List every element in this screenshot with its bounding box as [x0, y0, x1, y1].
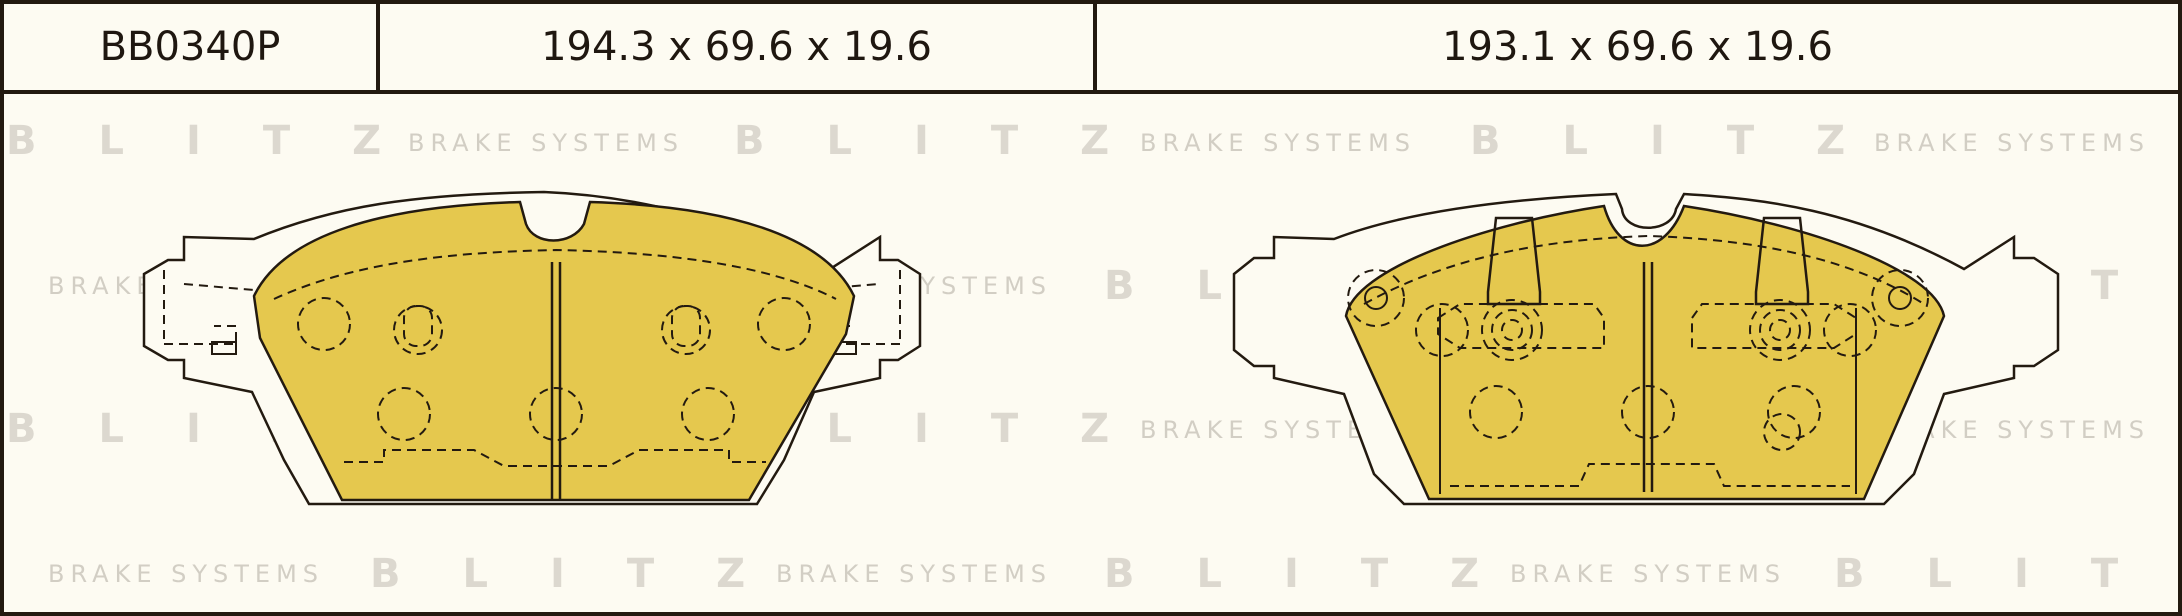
- right-side-groove: [1439, 308, 1857, 494]
- right-pad-dimensions-cell: 193.1 x 69.6 x 19.6: [1097, 4, 2178, 90]
- right-hole: [1767, 385, 1821, 439]
- left-pad-dimensions: 194.3 x 69.6 x 19.6: [541, 24, 932, 70]
- right-hole: [1415, 303, 1469, 357]
- left-friction-dashed-detail: [273, 248, 837, 467]
- left-pad-rivets: [403, 305, 701, 347]
- spring-clip-arm: [1691, 303, 1857, 349]
- watermark-brand: BLITZ: [1104, 551, 1541, 597]
- left-hole: [529, 387, 583, 441]
- mount-hole: [1364, 286, 1388, 310]
- right-hole: [1491, 309, 1533, 351]
- part-number: BB0340P: [99, 24, 281, 70]
- watermark-tagline: BRAKE SYSTEMS: [1510, 560, 1786, 588]
- header-table: BB0340P 194.3 x 69.6 x 19.6 193.1 x 69.6…: [4, 4, 2178, 94]
- left-plate-clip-left: [211, 341, 237, 355]
- left-hole: [757, 297, 811, 351]
- right-pad-holes: [1347, 269, 1929, 451]
- right-hole: [1469, 385, 1523, 439]
- watermark-brand: BLITZ: [1834, 551, 2178, 597]
- part-number-cell: BB0340P: [4, 4, 380, 90]
- right-pad-dimensions: 193.1 x 69.6 x 19.6: [1442, 24, 1833, 70]
- watermark-tagline: BRAKE SYSTEMS: [408, 129, 684, 157]
- watermark-tagline: BRAKE SYSTEMS: [1140, 129, 1416, 157]
- right-pad-spring-clips: [1437, 216, 1857, 349]
- rivet: [671, 305, 701, 347]
- right-friction-dashed-detail: [1363, 234, 1925, 487]
- spring-clip-arm: [1437, 303, 1605, 349]
- left-brake-pad: [142, 190, 922, 506]
- watermark-tagline: BRAKE SYSTEMS: [1874, 129, 2150, 157]
- left-friction-material: [252, 200, 856, 502]
- right-hole: [1759, 309, 1801, 351]
- left-hole: [297, 297, 351, 351]
- technical-drawing: BLITZ BRAKE SYSTEMS BLITZ BRAKE SYSTEMS …: [6, 118, 2178, 597]
- right-hole: [1769, 319, 1791, 341]
- left-pad-dimensions-cell: 194.3 x 69.6 x 19.6: [380, 4, 1097, 90]
- mount-hole: [1888, 286, 1912, 310]
- right-hole: [1749, 299, 1811, 361]
- right-hole: [1621, 385, 1675, 439]
- watermark-brand: BLITZ: [1470, 118, 1907, 164]
- right-hole: [1481, 299, 1543, 361]
- watermark-brand: BLITZ: [734, 118, 1171, 164]
- watermark-tagline: BRAKE SYSTEMS: [48, 560, 324, 588]
- right-hole: [1347, 269, 1405, 327]
- right-brake-pad: [1232, 192, 2060, 506]
- left-hole: [377, 387, 431, 441]
- left-hole: [681, 387, 735, 441]
- watermark-tagline: BRAKE SYSTEMS: [776, 560, 1052, 588]
- right-center-slot: [1642, 262, 1654, 492]
- right-hole: [1763, 413, 1801, 451]
- right-hole: [1501, 319, 1523, 341]
- right-hole: [1871, 269, 1929, 327]
- left-center-slot: [550, 262, 562, 500]
- rivet: [403, 305, 433, 347]
- watermark-brand: BLITZ: [370, 551, 807, 597]
- right-hole: [1823, 303, 1877, 357]
- watermark-brand: BLITZ: [6, 118, 443, 164]
